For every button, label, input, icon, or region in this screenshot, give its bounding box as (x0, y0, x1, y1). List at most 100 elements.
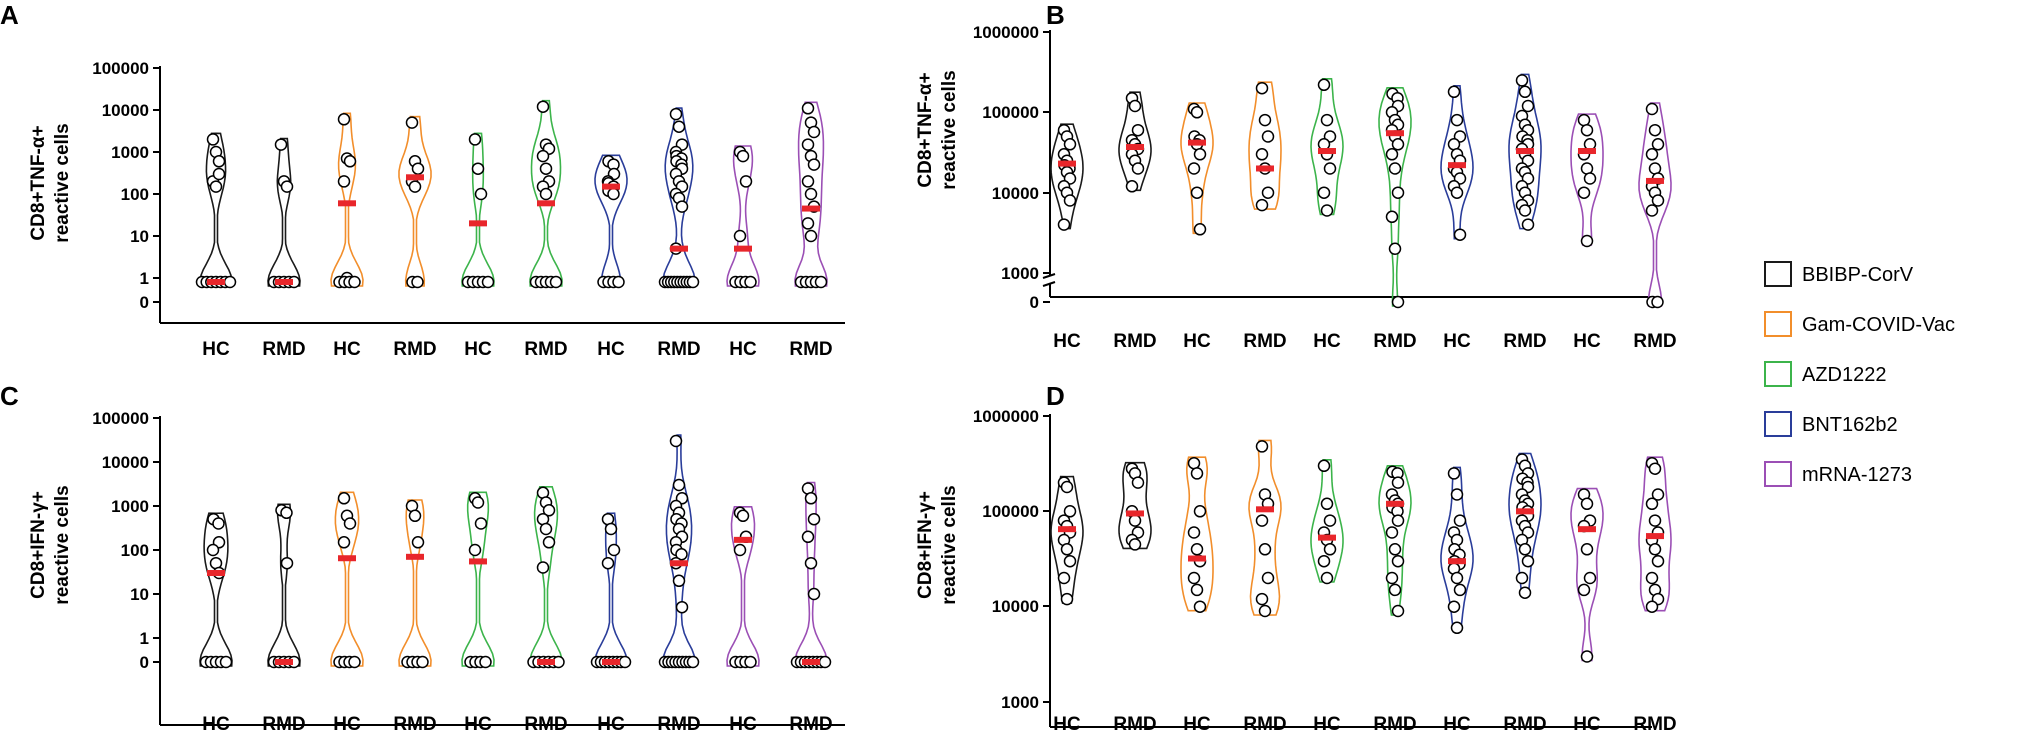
violin-shape (267, 503, 301, 667)
data-point (1450, 488, 1464, 501)
legend-swatch (1764, 411, 1792, 437)
data-point (408, 180, 422, 193)
violin-shape (461, 132, 495, 287)
y-tick-label: 100 (121, 185, 149, 204)
x-category-label: HC (333, 714, 361, 735)
violin-shape (199, 512, 233, 667)
data-point (1190, 467, 1204, 480)
median-bar (1188, 139, 1206, 146)
data-point (1651, 488, 1665, 501)
data-point (1131, 162, 1145, 175)
y-axis-label-line: reactive cells (939, 70, 960, 189)
data-point (1450, 186, 1464, 199)
data-point (601, 556, 615, 570)
y-tick-label: 10000 (992, 597, 1039, 616)
legend-label: BBIBP-CorV (1802, 264, 1914, 286)
data-point (733, 543, 747, 557)
data-point (1320, 204, 1334, 217)
x-category-label: RMD (789, 714, 832, 735)
data-point (1580, 650, 1594, 663)
data-point (1450, 113, 1464, 127)
y-tick-label: 10 (130, 585, 149, 604)
data-point (209, 180, 223, 193)
data-point (280, 506, 293, 520)
data-point (539, 187, 553, 201)
data-point (1317, 78, 1331, 92)
median-bar (1386, 500, 1404, 507)
x-category-label: HC (333, 339, 361, 360)
data-point (801, 138, 815, 151)
median-bar (1256, 165, 1274, 172)
data-point (686, 655, 700, 669)
data-point (1453, 514, 1467, 527)
x-category-label: RMD (657, 339, 700, 360)
x-category-label: RMD (1243, 331, 1286, 352)
data-point (1388, 242, 1402, 256)
violin-shape (794, 481, 828, 667)
data-point (1518, 204, 1532, 217)
median-bar (1256, 506, 1274, 513)
x-category-label: HC (1053, 331, 1081, 352)
data-point (807, 512, 821, 526)
data-point (1060, 543, 1074, 556)
data-point (1255, 592, 1269, 606)
axis-break-gap (1044, 276, 1056, 284)
vaccine-legend: BBIBP-CorVGam-COVID-VacAZD1222BNT162b2mR… (1764, 261, 1955, 487)
data-point (1057, 218, 1071, 231)
y-tick-label: 1000 (111, 143, 149, 162)
data-point (804, 187, 818, 201)
data-point (1317, 459, 1331, 473)
x-category-label: HC (1053, 714, 1081, 735)
data-point (1255, 198, 1269, 212)
data-point (1645, 497, 1659, 511)
y-tick-label: 10000 (102, 453, 149, 472)
data-point (1187, 162, 1201, 175)
median-bar (1126, 144, 1144, 151)
axis-break-mark (1042, 273, 1056, 279)
data-point (549, 275, 563, 289)
median-bar (1386, 130, 1404, 137)
data-point (468, 133, 482, 146)
data-point (1645, 102, 1659, 116)
data-point (405, 116, 419, 129)
data-point (479, 655, 492, 669)
x-category-label: HC (597, 339, 625, 360)
data-point (1447, 600, 1461, 613)
data-point (411, 275, 424, 289)
x-category-label: HC (1573, 714, 1601, 735)
data-point (1391, 604, 1405, 618)
x-category-label: RMD (1113, 331, 1156, 352)
data-point (612, 275, 625, 289)
y-tick-label: 0 (1030, 293, 1039, 312)
x-category-label: HC (729, 714, 757, 735)
median-bar (207, 570, 225, 577)
data-point (1323, 543, 1337, 556)
panel-letter: B (1046, 0, 1065, 30)
legend-swatch (1764, 461, 1792, 487)
data-point (672, 574, 686, 588)
data-point (1577, 113, 1591, 127)
data-point (1258, 604, 1272, 618)
data-point (1190, 106, 1204, 119)
data-point (416, 655, 429, 669)
data-point (669, 434, 683, 448)
median-bar (670, 245, 688, 252)
data-point (1385, 210, 1399, 224)
data-point (1645, 571, 1659, 585)
data-point (1255, 440, 1269, 453)
data-point (604, 522, 618, 536)
data-point (1063, 138, 1077, 151)
data-point (618, 655, 632, 669)
y-tick-label: 1000000 (973, 23, 1039, 42)
legend-swatch (1764, 261, 1792, 287)
data-point (474, 517, 488, 530)
data-point (1131, 476, 1145, 489)
x-category-label: HC (597, 714, 625, 735)
violin-shape (726, 505, 760, 667)
median-bar (275, 279, 293, 285)
violin-shape (594, 512, 628, 667)
data-point (1521, 218, 1535, 231)
median-bar (1578, 148, 1596, 155)
x-category-label: RMD (1373, 331, 1416, 352)
